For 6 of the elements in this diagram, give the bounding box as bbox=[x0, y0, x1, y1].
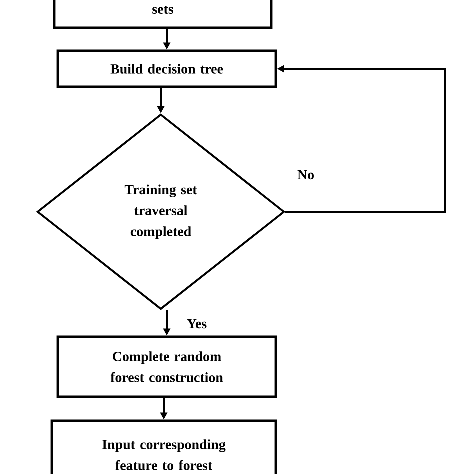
process-box: Input corresponding feature to forest bbox=[50, 420, 278, 474]
process-box: sets bbox=[53, 0, 273, 30]
process-box: Build decision tree bbox=[56, 50, 278, 88]
edge-label: No bbox=[296, 169, 316, 181]
edge-label: Yes bbox=[186, 318, 208, 330]
process-box: Complete random forest construction bbox=[56, 336, 278, 398]
